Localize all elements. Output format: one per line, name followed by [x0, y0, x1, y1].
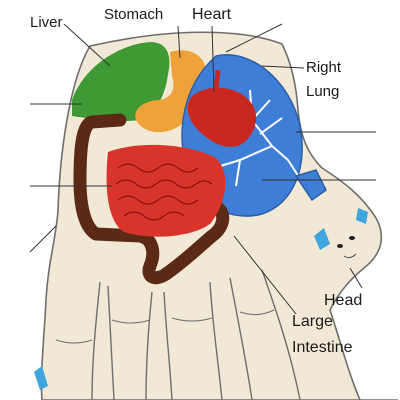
crease-2 — [111, 319, 151, 324]
leader-large-intestine — [233, 235, 297, 315]
label-head: Head — [324, 292, 363, 309]
trachea — [294, 169, 327, 202]
large-intestine-shape — [73, 113, 230, 285]
leader-heart — [211, 25, 215, 93]
finger-line-5 — [209, 281, 223, 400]
label-large-intestine-line1: Large — [292, 313, 333, 330]
leader-liver — [63, 23, 111, 67]
head-eye-left — [337, 244, 343, 248]
label-right-lung-line2: Lung — [306, 83, 340, 100]
crease-4 — [239, 309, 275, 316]
heart-vessel — [213, 69, 221, 89]
label-large-intestine-line2: Intestine — [292, 339, 353, 356]
leader-lung — [261, 65, 305, 69]
crease-3 — [171, 317, 213, 322]
liver-shape — [72, 42, 170, 122]
finger-line-2 — [107, 285, 115, 400]
small-intestine-coils — [115, 163, 213, 221]
small-intestine-shape — [106, 144, 226, 237]
head-mouth — [343, 253, 357, 259]
leader-lines — [29, 23, 376, 315]
finger-line-6 — [229, 277, 253, 400]
leader-top — [225, 23, 283, 53]
thumb-nail-mark-2 — [356, 208, 368, 224]
thumb-nail-mark — [314, 228, 330, 250]
finger-line-3 — [145, 291, 153, 400]
crease-1 — [55, 339, 93, 344]
nail-thumb — [34, 366, 48, 390]
label-heart: Heart — [192, 6, 232, 23]
finger-line-7 — [261, 269, 301, 400]
finger-line-1 — [91, 281, 101, 400]
leader-head — [349, 267, 363, 289]
label-right-lung-line1: Right — [306, 59, 342, 76]
heart-shape — [187, 87, 257, 147]
leader-left-3 — [29, 225, 57, 253]
label-liver: Liver — [30, 14, 63, 31]
finger-line-4 — [163, 291, 173, 400]
label-stomach: Stomach — [104, 6, 164, 23]
leader-stomach — [177, 25, 181, 59]
head-eye-right — [349, 236, 355, 240]
